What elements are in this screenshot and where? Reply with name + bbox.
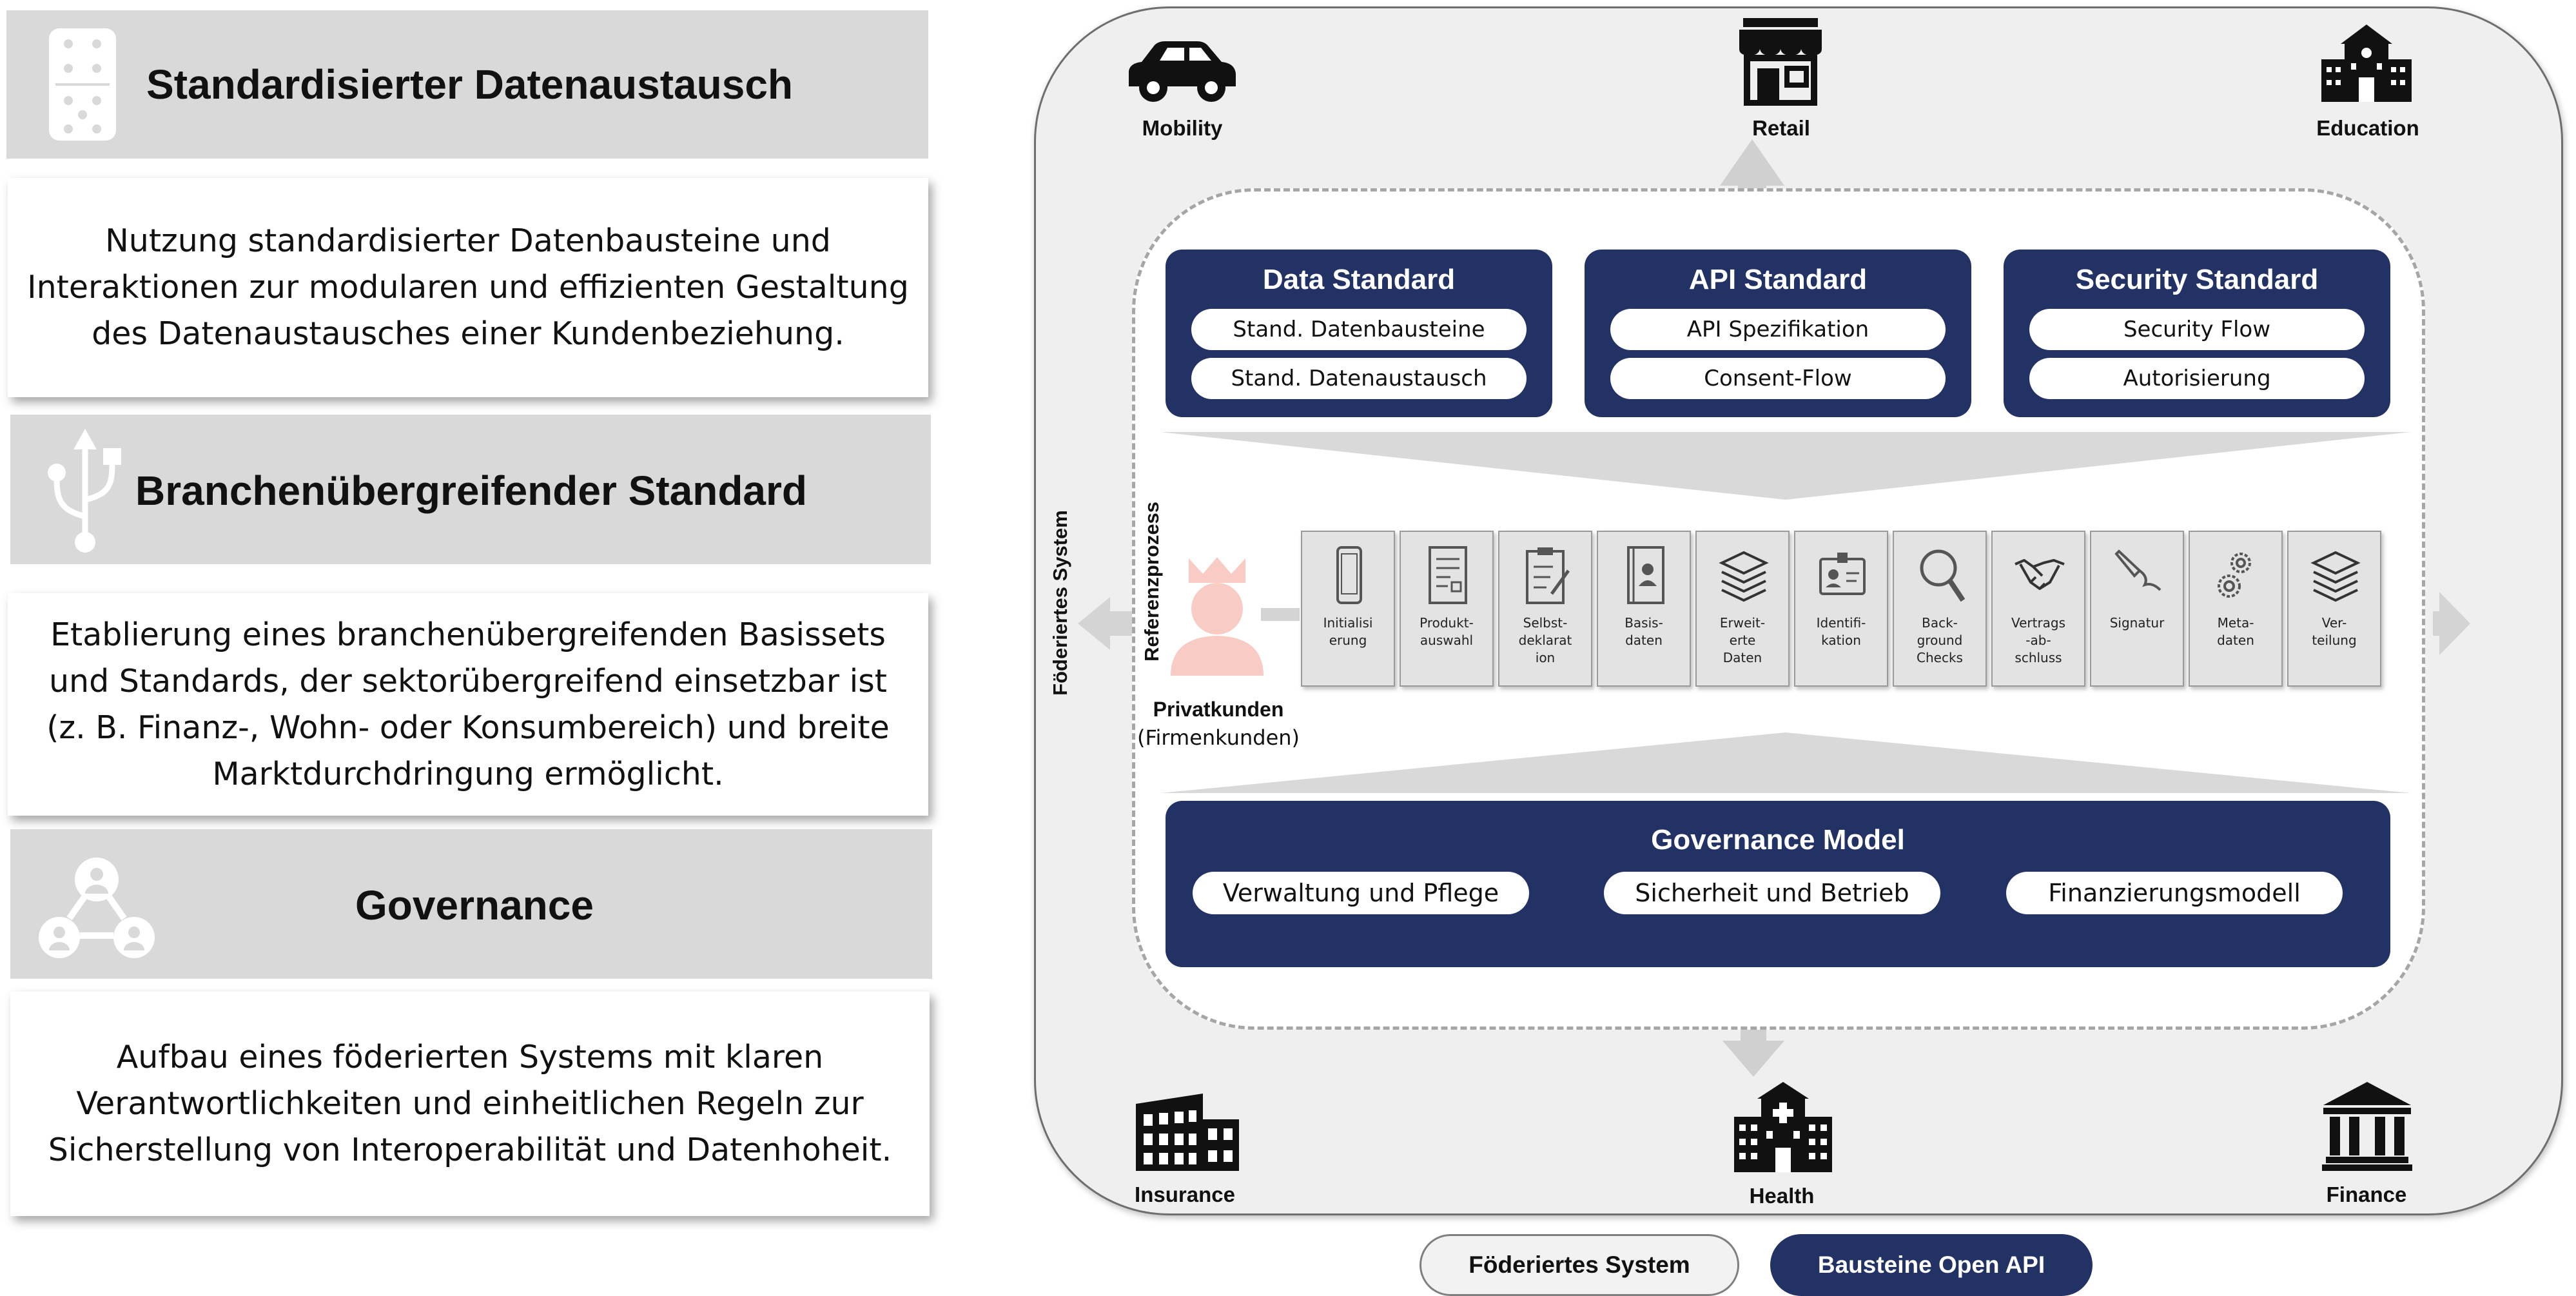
process-step: Selbst- deklarat ion [1498,531,1592,687]
car-icon [1129,41,1236,102]
process-step: Ver- teilung [2287,531,2381,687]
process-step: Erweit- erte Daten [1695,531,1790,687]
process-step: Identifi- kation [1794,531,1888,687]
process-step: Vertrags -ab- schluss [1991,531,2085,687]
process-step: Basis- daten [1597,531,1691,687]
sector-label-health: Health [1749,1184,1815,1208]
standard-item: Stand. Datenbausteine [1191,309,1527,350]
contact-book-icon [1627,546,1664,604]
network-people-icon [39,858,155,958]
process-step: Meta- daten [2189,531,2283,687]
pen-icon [2114,549,2161,591]
customer-secondary-label: (Firmenkunden) [1137,725,1300,750]
governance-title: Governance Model [1651,824,1905,856]
customer-primary-label: Privatkunden [1153,698,1284,721]
governance-model-box: Governance Model Verwaltung und Pflege S… [1166,801,2390,967]
section-header-data-exchange: Standardisierter Datenaustausch [6,10,928,159]
id-badge-icon [1819,553,1866,595]
governance-item: Verwaltung und Pflege [1193,872,1529,914]
hospital-icon [1734,1082,1832,1172]
usb-icon [48,429,121,553]
factory-icon [1136,1094,1239,1171]
sector-label-retail: Retail [1752,116,1810,140]
standard-item: API Spezifikation [1610,309,1946,350]
reference-process-label: Referenzprozess [1140,501,1163,662]
step-label: Vertrags -ab- schluss [2011,615,2066,665]
step-label: Basis- daten [1625,615,1663,648]
step-label: Selbst- deklarat ion [1518,615,1572,665]
handshake-icon [2015,559,2065,590]
legend-federated-system: Föderiertes System [1420,1234,1739,1296]
customer-person-icon [1171,557,1264,676]
api-standard-box: API Standard API Spezifikation Consent-F… [1585,250,1971,417]
process-step: Signatur [2090,531,2184,687]
sector-label-mobility: Mobility [1142,116,1223,140]
step-label: Produkt- auswahl [1420,615,1474,648]
standard-title: Security Standard [2075,264,2319,295]
process-step: Back- ground Checks [1893,531,1987,687]
section-description: Etablierung eines branchenübergreifenden… [46,616,890,792]
standard-item: Stand. Datenaustausch [1191,358,1527,399]
bank-icon [2322,1082,2412,1171]
stack-icon [2310,551,2361,602]
standard-item: Security Flow [2029,309,2365,350]
step-label: Ver- teilung [2312,615,2357,648]
section-title: Standardisierter Datenaustausch [146,61,793,108]
gears-icon [2218,553,2251,598]
funnel-shapes [1160,432,2411,793]
section-description: Nutzung standardisierter Datenbausteine … [27,222,909,352]
step-label: Signatur [2109,615,2165,631]
step-label: Identifi- kation [1816,615,1866,648]
school-icon [2321,25,2412,102]
standard-title: API Standard [1688,264,1868,295]
data-standard-box: Data Standard Stand. Datenbausteine Stan… [1166,250,1552,417]
step-label: Back- ground Checks [1917,615,1963,665]
section-description-box: Etablierung eines branchenübergreifenden… [8,593,928,816]
standard-item: Autorisierung [2029,358,2365,399]
process-step: Initialisi erung [1301,531,1395,687]
clipboard-icon [1526,547,1570,604]
security-standard-box: Security Standard Security Flow Autorisi… [2004,250,2390,417]
section-header-governance: Governance [10,829,932,979]
step-label: Meta- daten [2217,615,2254,648]
step-label: Initialisi erung [1323,615,1373,648]
section-description-box: Nutzung standardisierter Datenbausteine … [8,178,928,397]
section-title: Branchenübergreifender Standard [135,467,807,514]
section-description: Aufbau eines föderierten Systems mit kla… [48,1039,892,1168]
standard-item: Consent-Flow [1610,358,1946,399]
legend-open-api-blocks: Bausteine Open API [1770,1234,2093,1296]
sector-label-education: Education [2316,116,2419,140]
form-icon [1429,546,1467,604]
side-label-federated-system: Föderiertes System [1049,510,1071,696]
section-title: Governance [355,882,594,928]
governance-item: Sicherheit und Betrieb [1604,872,1940,914]
stack-icon [1719,551,1769,602]
domino-icon [49,28,116,141]
phone-icon [1336,546,1362,604]
step-label: Erweit- erte Daten [1719,615,1766,665]
process-step: Produkt- auswahl [1400,531,1494,687]
standard-title: Data Standard [1262,264,1456,295]
sector-label-finance: Finance [2326,1183,2407,1206]
shop-icon [1739,18,1822,106]
governance-item: Finanzierungsmodell [2006,872,2343,914]
section-description-box: Aufbau eines föderierten Systems mit kla… [10,992,930,1216]
magnifier-icon [1920,549,1966,602]
sector-label-insurance: Insurance [1135,1183,1235,1206]
section-header-cross-industry: Branchenübergreifender Standard [10,415,931,564]
